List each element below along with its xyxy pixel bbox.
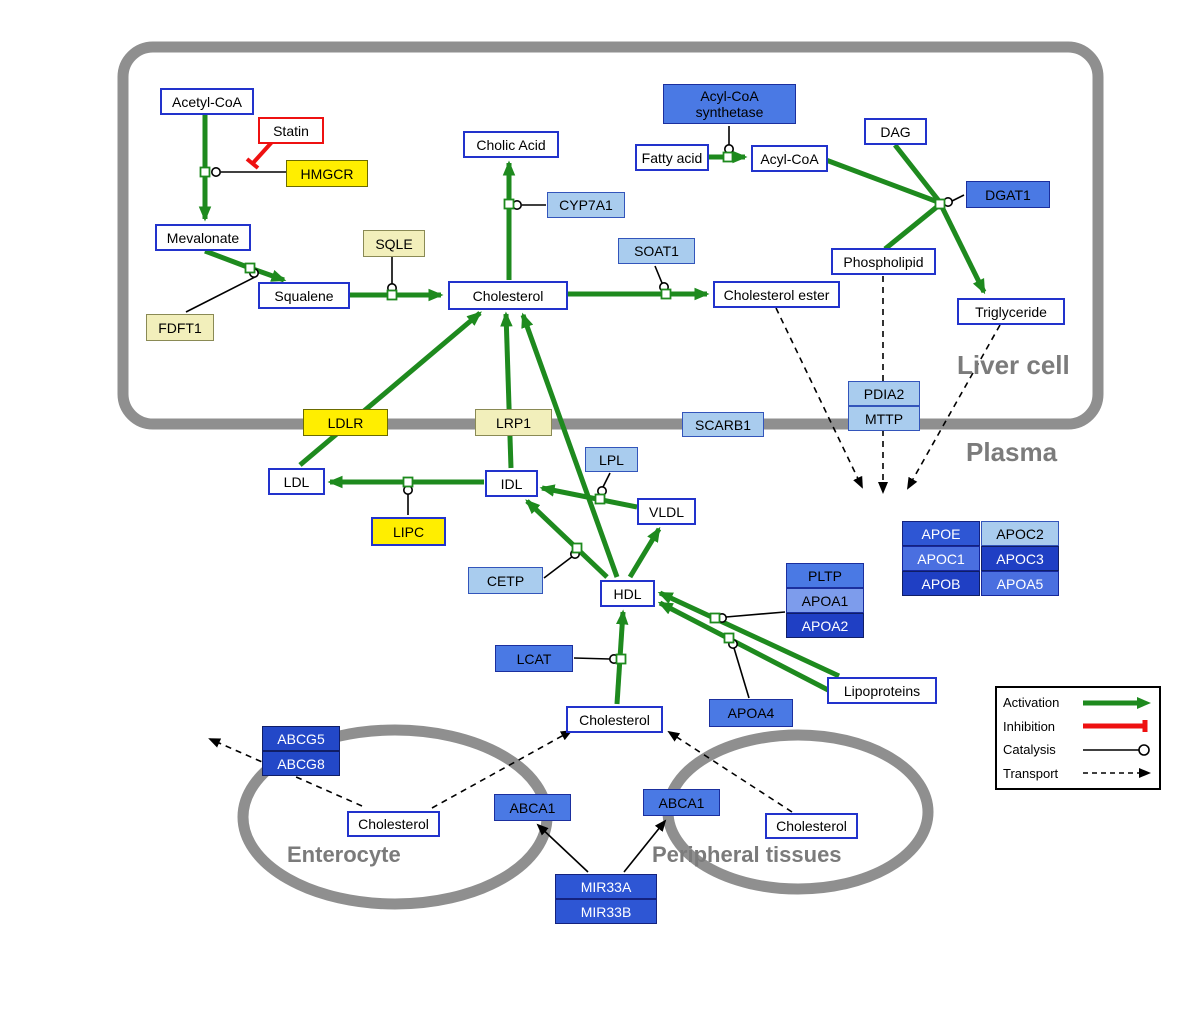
edge-dag-junction [893, 143, 941, 203]
edge-mevalonate-squalene [204, 248, 287, 283]
node-mttp[interactable]: MTTP [848, 406, 920, 431]
node-pdia2[interactable]: PDIA2 [848, 381, 920, 406]
node-phospholipid[interactable]: Phospholipid [831, 248, 936, 275]
legend-activation-label: Activation [1003, 695, 1060, 711]
node-squalene[interactable]: Squalene [258, 282, 350, 309]
edge-junction-triglyceride [939, 205, 987, 295]
transport-arrow-icon [1083, 768, 1151, 779]
regulation-edges [536, 819, 667, 873]
node-apob[interactable]: APOB [902, 571, 980, 596]
edge-vldl-idl [539, 484, 638, 510]
legend-transport-label: Transport [1003, 765, 1059, 781]
node-abcg8[interactable]: ABCG8 [262, 751, 340, 776]
node-cholesterol-liver[interactable]: Cholesterol [448, 281, 568, 310]
node-fdft1[interactable]: FDFT1 [146, 314, 214, 341]
node-ldlr[interactable]: LDLR [303, 409, 388, 436]
inhibition-tbar-icon [1083, 720, 1148, 733]
node-abcg5[interactable]: ABCG5 [262, 726, 340, 751]
node-cholic-acid[interactable]: Cholic Acid [463, 131, 559, 158]
node-dag[interactable]: DAG [864, 118, 927, 145]
node-lpl[interactable]: LPL [585, 447, 638, 472]
node-lrp1[interactable]: LRP1 [475, 409, 552, 436]
legend-inhibition-label: Inhibition [1003, 718, 1056, 734]
node-apoa2[interactable]: APOA2 [786, 613, 864, 638]
node-soat1[interactable]: SOAT1 [618, 238, 695, 264]
node-mevalonate[interactable]: Mevalonate [155, 224, 251, 251]
inhibition-edge-statin [245, 140, 274, 170]
node-abca1-enterocyte[interactable]: ABCA1 [494, 794, 571, 821]
node-apoe[interactable]: APOE [902, 521, 980, 546]
edge-idl-cholesterol [500, 311, 514, 469]
legend-row-activation: Activation [1003, 692, 1153, 714]
edge-hdl-vldl [627, 526, 662, 579]
node-fatty-acid[interactable]: Fatty acid [635, 144, 709, 171]
node-hmgcr[interactable]: HMGCR [286, 160, 368, 187]
node-lipoproteins[interactable]: Lipoproteins [827, 677, 937, 704]
node-acetyl-coa[interactable]: Acetyl-CoA [160, 88, 254, 115]
node-scarb1[interactable]: SCARB1 [682, 412, 764, 437]
node-lipc[interactable]: LIPC [371, 517, 446, 546]
node-lcat[interactable]: LCAT [495, 645, 573, 672]
node-cholesterol-enterocyte[interactable]: Cholesterol [347, 811, 440, 837]
node-triglyceride[interactable]: Triglyceride [957, 298, 1065, 325]
edge-acylcoa-junction [825, 157, 939, 205]
legend-catalysis-label: Catalysis [1003, 742, 1056, 758]
legend-row-transport: Transport [1003, 762, 1153, 784]
edge-cholesterol-hdl [614, 609, 629, 705]
catalysis-lpl [602, 472, 611, 488]
activation-arrow-icon [1083, 696, 1151, 709]
node-sqle[interactable]: SQLE [363, 230, 425, 257]
edge-hdl-idl [525, 499, 609, 579]
node-apoa5[interactable]: APOA5 [981, 571, 1059, 596]
node-cyp7a1[interactable]: CYP7A1 [547, 192, 625, 218]
node-abca1-peripheral[interactable]: ABCA1 [643, 789, 720, 816]
node-apoa4[interactable]: APOA4 [709, 699, 793, 727]
node-apoa1[interactable]: APOA1 [786, 588, 864, 613]
node-pltp[interactable]: PLTP [786, 563, 864, 588]
node-acyl-coa[interactable]: Acyl-CoA [751, 145, 828, 172]
edge-ldl-cholesterol [298, 311, 482, 467]
node-apoc3[interactable]: APOC3 [981, 546, 1059, 571]
node-mir33a[interactable]: MIR33A [555, 874, 657, 899]
catalysis-apoa4 [733, 647, 750, 699]
node-dgat1[interactable]: DGAT1 [966, 181, 1050, 208]
catalysis-soat1 [654, 265, 663, 284]
legend-row-inhibition: Inhibition [1003, 715, 1153, 737]
legend-row-catalysis: Catalysis [1003, 739, 1153, 761]
node-cetp[interactable]: CETP [468, 567, 543, 594]
edge-mir33-abca1-left [536, 823, 589, 873]
node-apoc2[interactable]: APOC2 [981, 521, 1059, 546]
enterocyte-label: Enterocyte [287, 842, 401, 867]
node-cholesterol-plasma[interactable]: Cholesterol [566, 706, 663, 733]
node-ldl[interactable]: LDL [268, 468, 325, 495]
catalysis-lcat [573, 657, 611, 660]
liver-cell-label: Liver cell [957, 350, 1070, 380]
node-vldl[interactable]: VLDL [637, 498, 696, 525]
catalysis-cetp [543, 555, 574, 579]
liver-cell-membrane [117, 41, 1104, 430]
edge-phospholipid-junction [883, 204, 940, 251]
node-mir33b[interactable]: MIR33B [555, 899, 657, 924]
legend: Activation Inhibition Catalysis Transpor… [995, 686, 1161, 790]
edge-hdl-cholesterol [520, 312, 620, 578]
node-cholesterol-peripheral[interactable]: Cholesterol [765, 813, 858, 839]
node-cholesterol-ester[interactable]: Cholesterol ester [713, 281, 840, 308]
catalysis-dgat1 [951, 194, 965, 202]
peripheral-tissues-label: Peripheral tissues [652, 842, 842, 867]
node-acyl-coa-synthetase[interactable]: Acyl-CoA synthetase [663, 84, 796, 124]
catalysis-circle-icon [1083, 743, 1150, 756]
catalysis-fdft1 [185, 275, 258, 313]
node-idl[interactable]: IDL [485, 470, 538, 497]
plasma-label: Plasma [966, 437, 1058, 467]
catalysis-apoa-group [725, 611, 786, 618]
node-hdl[interactable]: HDL [600, 580, 655, 607]
node-statin[interactable]: Statin [258, 117, 324, 144]
node-apoc1[interactable]: APOC1 [902, 546, 980, 571]
